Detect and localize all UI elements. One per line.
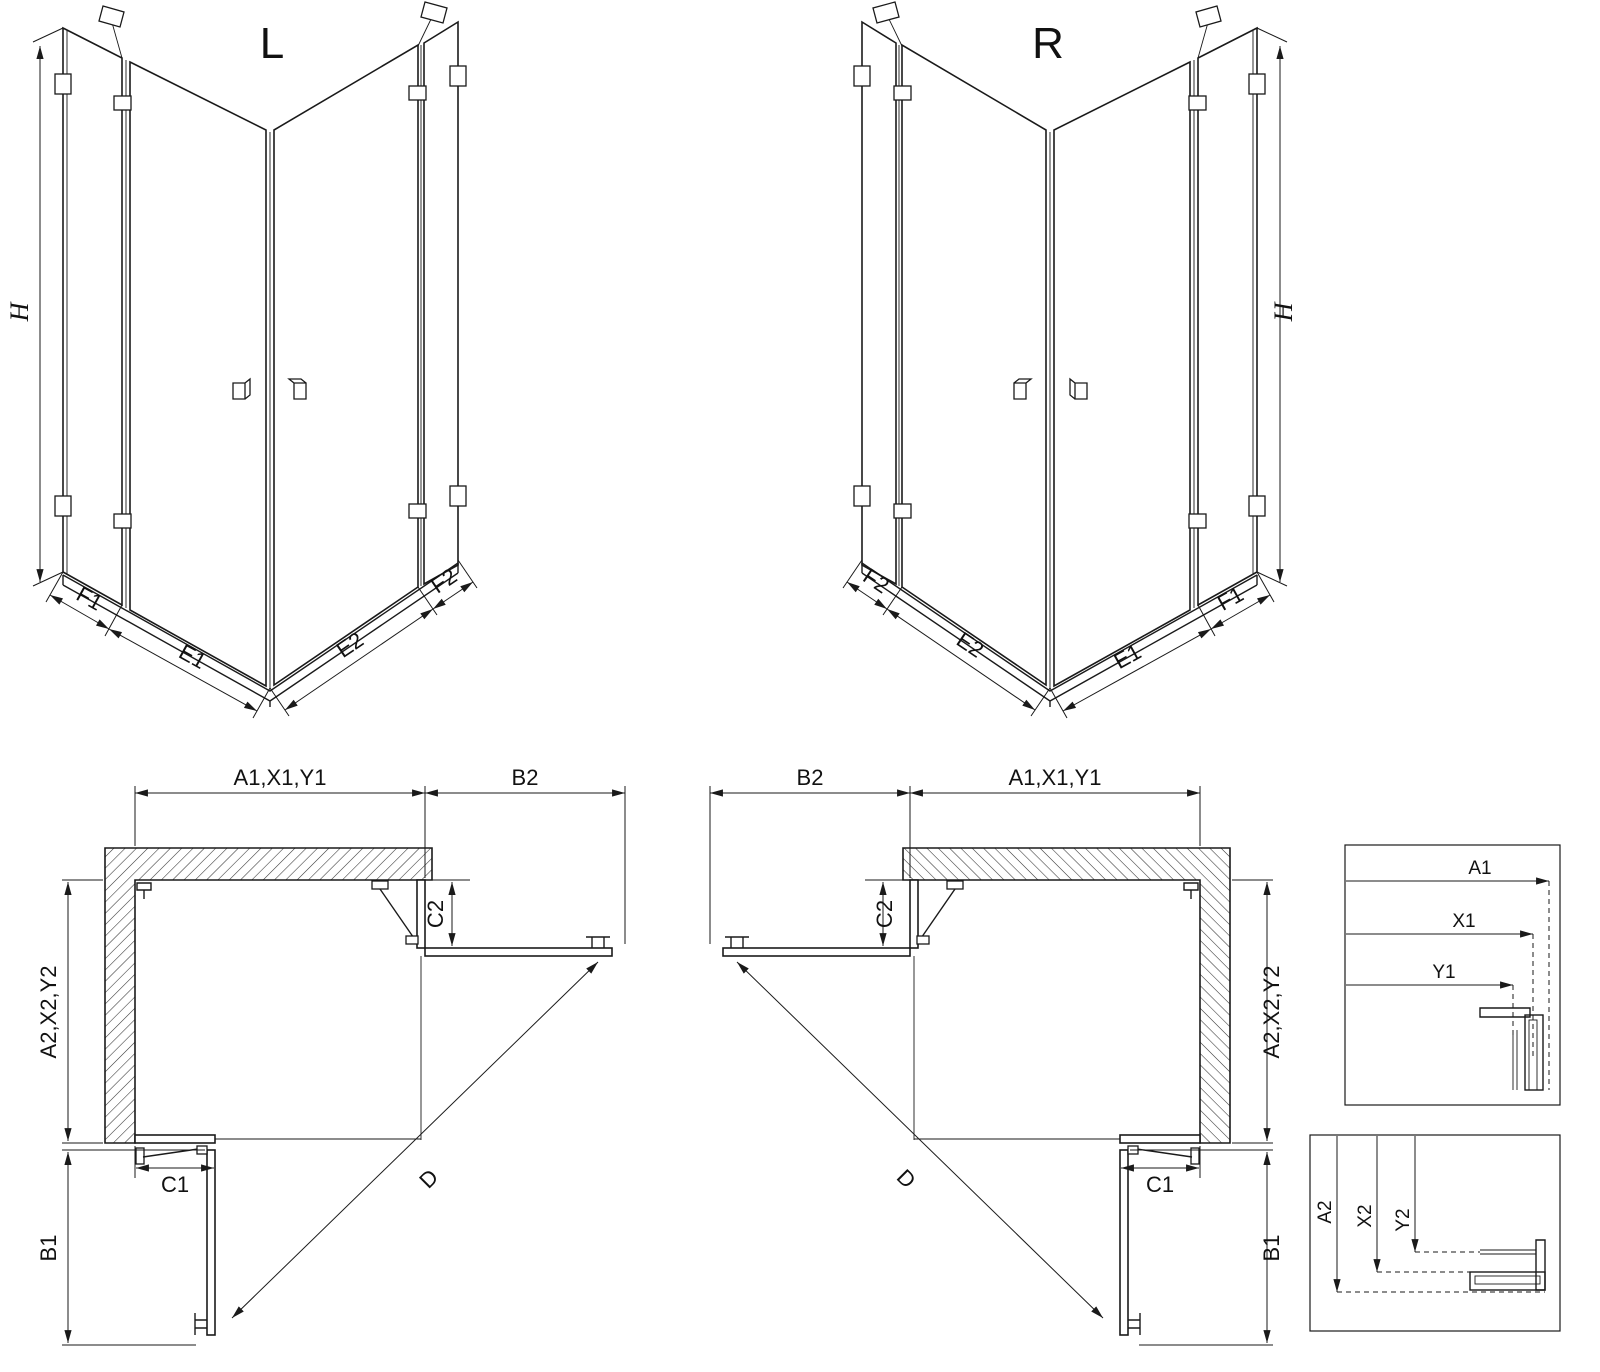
glass-in-profile [1512, 1030, 1518, 1090]
profile-inner [1474, 1275, 1541, 1285]
detail-label-y2: Y2 [1393, 1208, 1414, 1231]
plan-right-dim-b2: B2 [797, 765, 824, 790]
iso-left-dim-h: H [5, 301, 34, 322]
plan-left-dim-c1: C1 [161, 1172, 189, 1197]
plan-left-dim-b2: B2 [512, 765, 539, 790]
detail-box-frame [1344, 844, 1561, 1106]
plan-left-dim-b1: B1 [36, 1235, 61, 1262]
detail-label-y1: Y1 [1432, 962, 1455, 983]
plan-view-right [710, 786, 1273, 1345]
profile-inner [1528, 1019, 1538, 1091]
plan-left-dim-c2: C2 [423, 900, 448, 928]
iso-right-title: R [1032, 19, 1064, 68]
detail-reference-dashes [1512, 881, 1550, 1090]
detail-box-widths [1344, 844, 1561, 1106]
detail-label-x2: X2 [1355, 1204, 1376, 1227]
detail-label-a1: A1 [1468, 858, 1491, 879]
plan-right-dim-b1: B1 [1259, 1235, 1284, 1262]
iso-view-left [33, 2, 477, 718]
plan-left-dim-d: D [414, 1164, 443, 1193]
glass-in-profile [1480, 1249, 1536, 1255]
plan-right-dim-a1: A1,X1,Y1 [1009, 765, 1102, 790]
iso-left-title: L [260, 19, 284, 68]
wall-profile-section [1535, 1239, 1546, 1291]
plan-left-dim-a2: A2,X2,Y2 [36, 966, 61, 1059]
plan-right-dim-c2: C2 [872, 900, 897, 928]
plan-right-dim-a2: A2,X2,Y2 [1259, 966, 1284, 1059]
detail-label-x1: X1 [1452, 911, 1475, 932]
plan-right-dim-c1: C1 [1146, 1172, 1174, 1197]
iso-view-right [843, 2, 1287, 718]
plan-right-dim-d: D [892, 1164, 921, 1193]
wall-profile-channel [1469, 1271, 1546, 1291]
iso-right-dim-h: H [1269, 301, 1298, 322]
plan-view-left [62, 786, 625, 1345]
plan-left-dim-a1: A1,X1,Y1 [234, 765, 327, 790]
detail-box-depths [1309, 1134, 1561, 1332]
wall-profile-section [1479, 1007, 1531, 1018]
wall-profile-channel [1524, 1014, 1544, 1091]
detail-box-frame [1309, 1134, 1561, 1332]
detail-label-a2: A2 [1315, 1200, 1336, 1223]
